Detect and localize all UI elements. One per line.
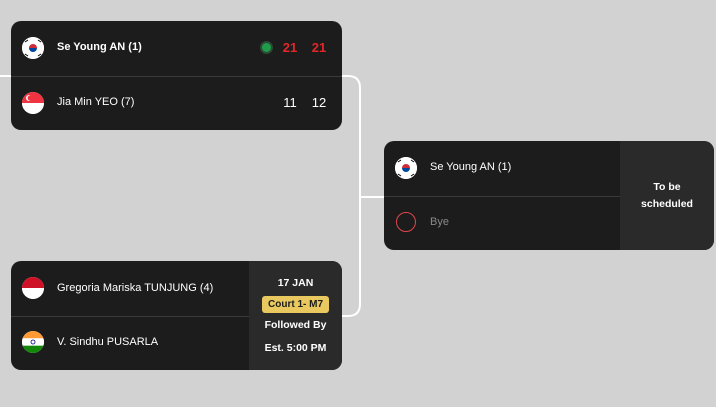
match-order: Followed By — [264, 318, 327, 331]
match3-status-panel: To be scheduled — [620, 141, 714, 250]
match-card-1[interactable]: Se Young AN (1) 21 21 Jia Min YEO (7) 11… — [11, 21, 342, 130]
korea-flag-icon — [395, 157, 417, 179]
match-time: Est. 5:00 PM — [264, 341, 327, 354]
indonesia-flag-icon — [22, 277, 44, 299]
row-divider — [384, 196, 620, 197]
row-divider — [11, 76, 342, 77]
match1-player1-row[interactable]: Se Young AN (1) 21 21 — [11, 21, 342, 75]
match2-player2-name: V. Sindhu PUSARLA — [57, 336, 159, 348]
match2-schedule-panel: 17 JAN Court 1- M7 Followed By Est. 5:00… — [249, 261, 342, 370]
match1-player2-score-1: 11 — [283, 95, 297, 110]
match3-player2-row: Bye — [384, 196, 620, 250]
match1-player2-score-2: 12 — [311, 95, 327, 110]
match-date: 17 JAN — [277, 276, 314, 289]
match2-player2-row[interactable]: V. Sindhu PUSARLA — [11, 316, 249, 370]
row-divider — [11, 316, 249, 317]
match1-player2-row[interactable]: Jia Min YEO (7) 11 12 — [11, 76, 342, 130]
match1-player2-name: Jia Min YEO (7) — [57, 96, 135, 108]
court-badge: Court 1- M7 — [262, 295, 329, 313]
match2-player1-name: Gregoria Mariska TUNJUNG (4) — [57, 282, 214, 294]
match3-player1-row[interactable]: Se Young AN (1) — [384, 141, 620, 195]
match-card-3[interactable]: Se Young AN (1) Bye To be scheduled — [384, 141, 714, 250]
match-status: To be scheduled — [641, 180, 693, 210]
bye-placeholder-icon — [396, 212, 416, 232]
match1-player1-score-2: 21 — [311, 40, 327, 55]
singapore-flag-icon — [22, 92, 44, 114]
korea-flag-icon — [22, 37, 44, 59]
match-card-2[interactable]: Gregoria Mariska TUNJUNG (4) V. Sindhu P… — [11, 261, 342, 370]
match1-player1-score-1: 21 — [282, 40, 298, 55]
match3-player1-name: Se Young AN (1) — [430, 161, 512, 173]
match1-player1-name: Se Young AN (1) — [57, 41, 142, 53]
serving-indicator-icon — [262, 43, 271, 52]
india-flag-icon — [22, 331, 44, 353]
match3-player2-name: Bye — [430, 216, 449, 228]
match2-player1-row[interactable]: Gregoria Mariska TUNJUNG (4) — [11, 261, 249, 315]
